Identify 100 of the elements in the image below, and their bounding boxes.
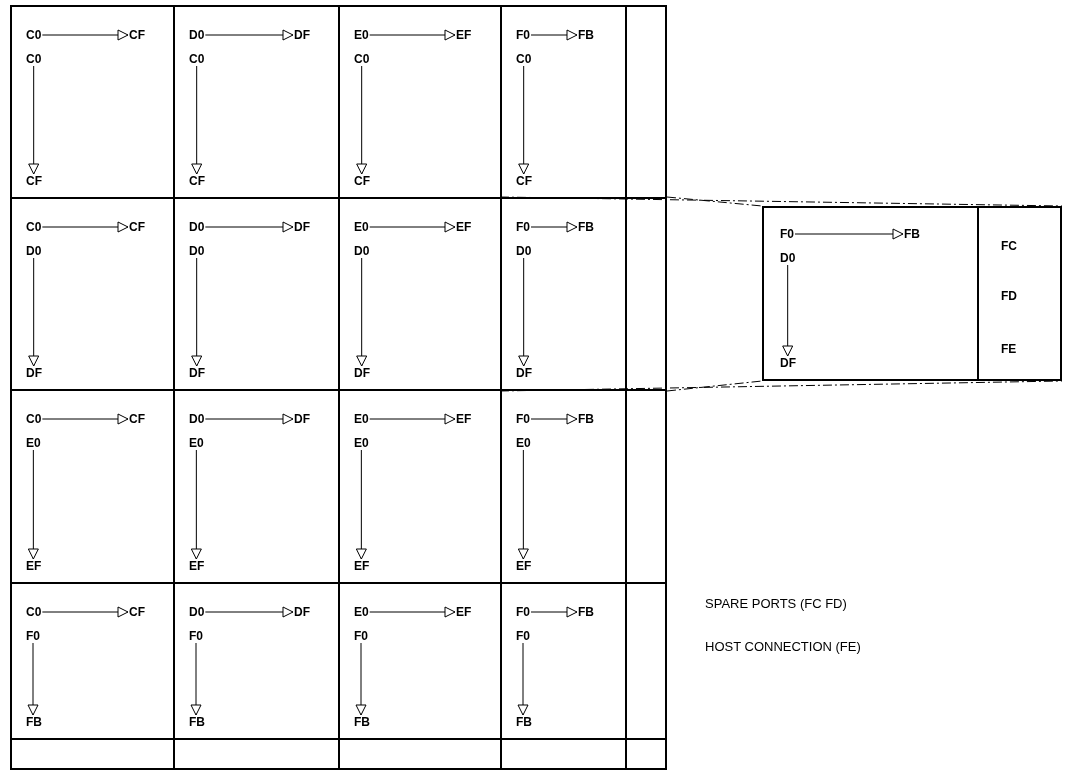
arrow: [530, 221, 578, 233]
note-text: SPARE PORTS (FC FD): [705, 596, 847, 611]
port-label: EF: [456, 29, 472, 41]
port-label: E0: [354, 437, 369, 449]
arrow: [356, 257, 368, 367]
arrow: [355, 642, 367, 716]
arrow: [190, 449, 202, 560]
port-label: DF: [354, 367, 370, 379]
port-label: CF: [516, 175, 532, 187]
arrow: [356, 65, 368, 175]
port-label: CF: [26, 175, 42, 187]
arrow: [517, 449, 529, 560]
arrow: [794, 228, 904, 240]
port-label: E0: [189, 437, 204, 449]
port-label: EF: [516, 560, 532, 572]
arrow: [530, 413, 578, 425]
port-label: D0: [26, 245, 42, 257]
projection-line: [666, 380, 763, 392]
grid-cell: [10, 5, 175, 199]
arrow: [204, 413, 294, 425]
projection-line: [666, 196, 763, 207]
port-label: F0: [26, 630, 40, 642]
port-label: CF: [129, 606, 145, 618]
port-label: CF: [129, 29, 145, 41]
port-label: E0: [354, 221, 369, 233]
port-label: C0: [26, 606, 42, 618]
arrow: [518, 65, 530, 175]
port-label: F0: [516, 413, 530, 425]
port-label: F0: [516, 221, 530, 233]
port-label: D0: [516, 245, 532, 257]
arrow: [517, 642, 529, 716]
port-label: D0: [189, 221, 205, 233]
arrow: [190, 642, 202, 716]
arrow: [28, 65, 40, 175]
port-label: FE: [1001, 343, 1017, 355]
arrow: [355, 449, 367, 560]
port-label: FD: [1001, 290, 1017, 302]
port-label: C0: [189, 53, 205, 65]
arrow: [204, 606, 294, 618]
port-label: DF: [516, 367, 532, 379]
port-label: CF: [129, 413, 145, 425]
port-label: EF: [189, 560, 205, 572]
arrow: [369, 29, 456, 41]
port-label: DF: [294, 29, 310, 41]
port-label: E0: [354, 413, 369, 425]
port-label: DF: [780, 357, 796, 369]
arrow: [369, 413, 456, 425]
arrow: [518, 257, 530, 367]
port-label: EF: [26, 560, 42, 572]
arrow: [41, 221, 129, 233]
port-label: EF: [456, 221, 472, 233]
port-label: F0: [354, 630, 368, 642]
port-label: E0: [26, 437, 41, 449]
grid-cell: [10, 738, 175, 770]
port-label: E0: [354, 606, 369, 618]
port-label: FB: [354, 716, 370, 728]
port-label: F0: [516, 606, 530, 618]
port-label: F0: [516, 29, 530, 41]
note-text: HOST CONNECTION (FE): [705, 639, 861, 654]
arrow: [28, 257, 40, 367]
port-label: F0: [780, 228, 794, 240]
arrow: [204, 29, 294, 41]
port-label: FB: [578, 29, 594, 41]
port-label: DF: [294, 413, 310, 425]
arrow: [369, 606, 456, 618]
port-label: FB: [578, 606, 594, 618]
arrow: [369, 221, 456, 233]
arrow: [204, 221, 294, 233]
arrow: [191, 65, 203, 175]
port-label: FB: [26, 716, 42, 728]
port-label: FB: [189, 716, 205, 728]
port-label: EF: [354, 560, 370, 572]
projection-line: [499, 196, 1063, 207]
port-label: F0: [516, 630, 530, 642]
port-label: CF: [354, 175, 370, 187]
port-label: F0: [189, 630, 203, 642]
port-label: C0: [26, 221, 42, 233]
port-label: D0: [189, 606, 205, 618]
port-label: C0: [516, 53, 532, 65]
port-label: D0: [189, 29, 205, 41]
grid-cell: [625, 5, 667, 199]
grid-cell: [625, 738, 667, 770]
port-label: DF: [26, 367, 42, 379]
port-label: C0: [354, 53, 370, 65]
port-label: DF: [294, 221, 310, 233]
port-label: C0: [26, 413, 42, 425]
port-label: FB: [578, 221, 594, 233]
port-label: C0: [26, 29, 42, 41]
projection-line: [499, 380, 1063, 392]
port-label: EF: [456, 606, 472, 618]
arrow: [41, 413, 129, 425]
port-label: D0: [189, 245, 205, 257]
port-label: FC: [1001, 240, 1017, 252]
port-label: E0: [516, 437, 531, 449]
arrow: [191, 257, 203, 367]
port-label: CF: [129, 221, 145, 233]
port-label: EF: [456, 413, 472, 425]
arrow: [41, 606, 129, 618]
port-label: DF: [294, 606, 310, 618]
arrow: [41, 29, 129, 41]
